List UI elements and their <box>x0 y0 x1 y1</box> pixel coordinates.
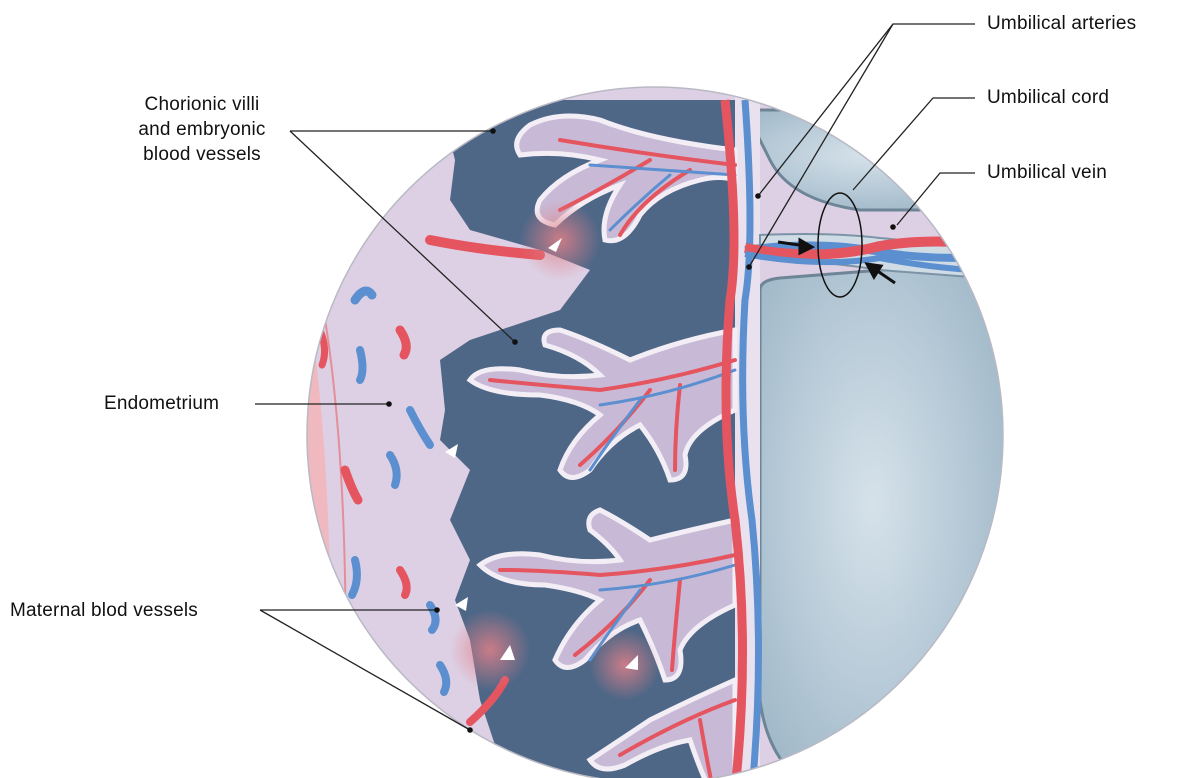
label-umbilical-vein: Umbilical vein <box>987 160 1107 185</box>
label-chorionic-line-2: and embryonic <box>112 117 292 142</box>
label-endometrium: Endometrium <box>104 391 219 416</box>
label-chorionic-line-1: Chorionic villi <box>112 92 292 117</box>
magnified-view <box>300 80 1020 778</box>
label-umbilical-arteries: Umbilical arteries <box>987 11 1136 36</box>
label-chorionic-line-3: blood vessels <box>112 142 292 167</box>
label-chorionic-villi: Chorionic villi and embryonic blood vess… <box>112 92 292 167</box>
amniotic-cavity <box>760 260 1010 778</box>
label-umbilical-cord: Umbilical cord <box>987 85 1109 110</box>
label-maternal-blood-vessels: Maternal blod vessels <box>10 598 198 623</box>
